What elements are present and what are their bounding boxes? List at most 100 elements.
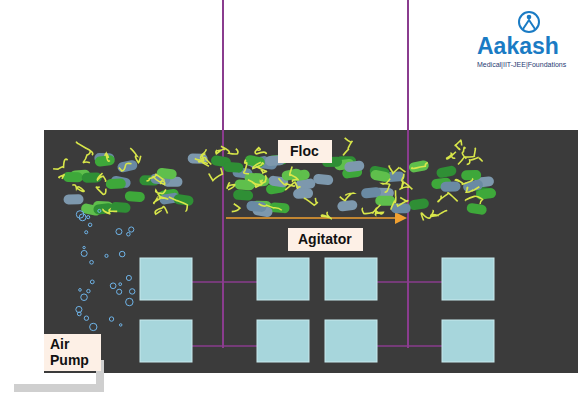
bacterium xyxy=(344,160,365,172)
bubble xyxy=(90,323,97,330)
filament xyxy=(290,167,298,182)
filament xyxy=(447,152,456,159)
filament xyxy=(59,175,65,179)
node-text: Floc xyxy=(290,143,320,159)
bacterium xyxy=(462,179,484,193)
bubble xyxy=(87,289,90,292)
bacterium xyxy=(63,172,83,183)
bubble xyxy=(77,312,81,316)
agitator-label-box: Agitator xyxy=(288,228,363,251)
bubble xyxy=(83,246,85,248)
filament xyxy=(389,166,406,174)
filament xyxy=(391,190,396,209)
bacterium xyxy=(94,155,115,168)
bubble xyxy=(105,254,108,257)
filament xyxy=(412,162,428,168)
filament xyxy=(97,173,106,181)
bubble xyxy=(117,289,122,294)
bubble xyxy=(85,231,88,234)
bubble xyxy=(81,294,88,301)
bubble xyxy=(119,324,121,326)
filament xyxy=(255,148,266,155)
bubble xyxy=(98,209,101,212)
logo-tagline: Medical|IIT-JEE|Foundations xyxy=(477,61,566,68)
filament xyxy=(119,163,132,171)
filament xyxy=(399,182,412,189)
bubble xyxy=(126,275,131,280)
bacterium xyxy=(223,162,244,173)
filament xyxy=(53,159,68,169)
filament xyxy=(455,178,472,184)
filament xyxy=(83,150,90,162)
bubble xyxy=(88,223,92,227)
bacterium xyxy=(63,194,83,204)
filament xyxy=(209,168,222,181)
filament xyxy=(169,197,188,211)
filament xyxy=(72,185,84,192)
filament xyxy=(465,196,482,204)
bacterium xyxy=(106,178,126,189)
filament xyxy=(96,187,106,194)
filament xyxy=(467,157,483,164)
bubble xyxy=(129,227,134,232)
bubble xyxy=(119,283,122,286)
bacterium xyxy=(244,154,266,168)
filament xyxy=(156,189,166,198)
bubble xyxy=(110,283,116,289)
logo-wordmark: Aakash xyxy=(477,33,559,60)
filament xyxy=(232,204,241,212)
agitator-arms xyxy=(180,282,455,346)
bacterium xyxy=(313,173,334,185)
bacterium xyxy=(408,198,429,211)
filament xyxy=(153,176,165,184)
tank xyxy=(44,130,578,373)
bubble xyxy=(90,280,94,284)
node-text: Agitator xyxy=(298,231,353,247)
bubble xyxy=(126,298,133,305)
filament xyxy=(362,205,380,214)
bacterium xyxy=(124,191,145,203)
bubble xyxy=(116,229,122,235)
filament xyxy=(155,207,167,215)
filament xyxy=(201,149,209,166)
filament xyxy=(382,179,390,192)
filament xyxy=(466,187,479,193)
filament xyxy=(103,209,117,214)
bacterium xyxy=(408,160,430,174)
filament xyxy=(221,146,238,154)
bubble xyxy=(79,289,82,292)
bacterium xyxy=(233,190,254,201)
bacterium xyxy=(337,200,358,212)
bacterium xyxy=(93,203,114,215)
air-pump-label-box: Air Pump xyxy=(44,334,101,371)
bacterium xyxy=(440,181,460,192)
filament xyxy=(455,140,462,149)
filament xyxy=(227,183,235,190)
floc-bacteria xyxy=(53,138,496,221)
filament xyxy=(321,212,331,219)
filament xyxy=(259,204,282,210)
filament xyxy=(257,166,267,173)
filament xyxy=(458,148,475,164)
filament xyxy=(216,149,225,154)
filament xyxy=(340,193,354,200)
bubble xyxy=(109,317,113,321)
filament xyxy=(343,138,352,155)
bubble xyxy=(90,260,94,264)
filament xyxy=(438,193,458,202)
bacterium xyxy=(117,159,139,173)
air-bubbles xyxy=(76,209,135,330)
filament xyxy=(248,175,266,187)
bubble xyxy=(87,216,90,219)
node-text: Air Pump xyxy=(50,336,94,368)
filament xyxy=(244,160,249,174)
filament xyxy=(105,154,110,162)
bacterium xyxy=(293,188,313,199)
filament xyxy=(397,198,408,207)
bubble xyxy=(119,251,125,257)
floc-label-box: Floc xyxy=(278,140,332,163)
bubble xyxy=(79,214,86,221)
filament xyxy=(431,211,447,217)
filament xyxy=(76,142,92,155)
bacterium xyxy=(156,167,177,179)
